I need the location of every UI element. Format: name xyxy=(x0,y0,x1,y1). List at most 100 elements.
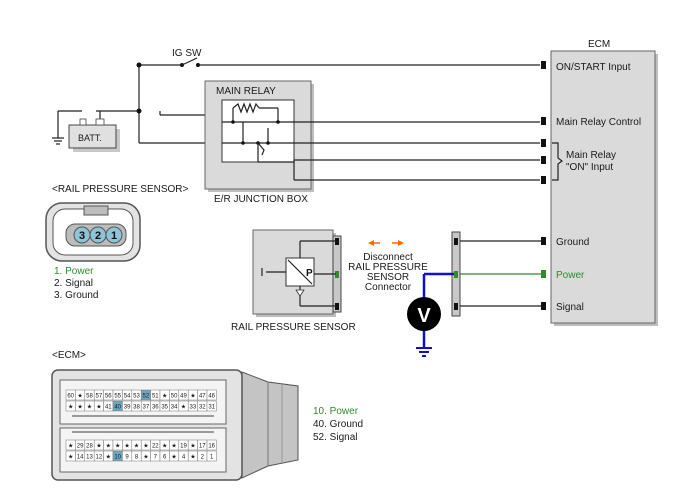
ecm-pin-number: 50 xyxy=(171,394,178,400)
ecm-pin-number: 17 xyxy=(199,444,206,450)
sensor-connector-view: <RAIL PRESSURE SENSOR> 3 2 1 1. Power 2.… xyxy=(45,184,189,301)
ecm-pin-number: ★ xyxy=(68,443,73,450)
ecm-pin-number: ★ xyxy=(77,404,82,411)
voltmeter-icon: V xyxy=(407,297,441,331)
ecm-pin-number: 8 xyxy=(135,455,139,461)
ecm-pin-number: 9 xyxy=(125,455,129,461)
ig-switch-label: IG SW xyxy=(172,48,202,59)
ecm-connector-title: <ECM> xyxy=(52,350,86,361)
ecm-pin-on-start: ON/START Input xyxy=(556,62,631,73)
ecm-pin-main-relay-control: Main Relay Control xyxy=(556,117,641,128)
sensor-pin-number: 1 xyxy=(111,230,117,242)
ecm-pin-number: 47 xyxy=(199,394,206,400)
ig-switch: IG SW xyxy=(172,48,202,67)
sensor-connector-title: <RAIL PRESSURE SENSOR> xyxy=(52,184,189,195)
ecm-pin-number: 29 xyxy=(77,444,84,450)
disconnect-note-line: SENSOR xyxy=(367,272,409,283)
ecm-pin-number: 7 xyxy=(154,455,158,461)
ecm-pin-number: 35 xyxy=(161,405,168,411)
ecm-pin-number: 2 xyxy=(201,455,205,461)
ecm-pin-cell xyxy=(206,400,217,412)
voltmeter-wiring xyxy=(416,272,454,357)
sensor-label: RAIL PRESSURE SENSOR xyxy=(231,322,356,333)
ecm-pin-number: ★ xyxy=(190,443,195,450)
ecm-pin-number: ★ xyxy=(68,404,73,411)
ecm-pin-number: ★ xyxy=(96,443,101,450)
ecm-title: ECM xyxy=(588,39,610,50)
ecm-pin-number: ★ xyxy=(190,454,195,461)
disconnect-note: Disconnect RAIL PRESSURE SENSOR Connecto… xyxy=(348,252,428,293)
ecm-pin-main-relay: Main Relay xyxy=(566,150,616,161)
ecm-pin-number: 28 xyxy=(86,444,93,450)
ecm-pin-number: ★ xyxy=(124,443,129,450)
ecm-pin-markers xyxy=(541,61,546,310)
ecm-pin-number: 6 xyxy=(163,455,167,461)
disconnect-arrows xyxy=(368,240,404,246)
ecm-pin-number: 19 xyxy=(180,444,187,450)
ecm-pin-number: ★ xyxy=(96,404,101,411)
relay-wiring xyxy=(258,121,540,181)
ecm-connector-pin-signal: 52. Signal xyxy=(313,432,357,443)
ecm-pin-number: 22 xyxy=(152,444,159,450)
ecm-pin-number: 31 xyxy=(208,405,215,411)
ecm-pin-on-input: "ON" Input xyxy=(566,162,613,173)
ecm-pin-number: ★ xyxy=(162,393,167,400)
ecm-pin-number: ★ xyxy=(68,454,73,461)
ecm-pin-number: 38 xyxy=(133,405,140,411)
ecm-pin-number: 13 xyxy=(86,455,93,461)
ecm-pin-number: 39 xyxy=(124,405,131,411)
ecm-pin-number: 56 xyxy=(105,394,112,400)
ecm-module: ECM ON/START Input Main Relay Control Ma… xyxy=(541,39,658,326)
junction-dot xyxy=(136,108,142,114)
main-relay-bracket xyxy=(552,142,563,181)
main-relay-label: MAIN RELAY xyxy=(216,86,276,97)
junction-dot xyxy=(136,62,142,68)
relay-coil-icon xyxy=(232,102,260,114)
battery-label: BATT. xyxy=(78,133,102,143)
ecm-pin-number: 33 xyxy=(190,405,197,411)
disconnect-note-line: Connector xyxy=(365,282,412,293)
ecm-pin-cell xyxy=(206,439,217,451)
ecm-pin-signal: Signal xyxy=(556,302,584,313)
ecm-pin-number: 55 xyxy=(114,394,121,400)
ecm-pin-cell xyxy=(206,389,217,401)
relay-contact-icon xyxy=(257,142,265,156)
ecm-pin-number: 49 xyxy=(180,394,187,400)
ecm-pin-number: 34 xyxy=(171,405,178,411)
ecm-pin-number: 10 xyxy=(114,455,121,461)
ecm-pin-power: Power xyxy=(556,270,585,281)
sensor-pin-power: 1. Power xyxy=(54,266,94,277)
battery-ground-icon xyxy=(52,137,64,145)
ecm-pin-number: ★ xyxy=(106,454,111,461)
ecm-pin-number: 16 xyxy=(208,444,215,450)
sensor-pin-number: 2 xyxy=(95,230,101,242)
ecm-connector-pin-power: 10. Power xyxy=(313,406,359,417)
ecm-pin-number: 58 xyxy=(86,394,93,400)
battery: BATT. xyxy=(68,118,120,152)
sensor-pin-signal: 2. Signal xyxy=(54,278,93,289)
ecm-pin-number: 37 xyxy=(143,405,150,411)
ecm-pin-number: ★ xyxy=(143,454,148,461)
ecm-pin-number: ★ xyxy=(87,404,92,411)
disconnect-note-line: RAIL PRESSURE xyxy=(348,262,428,273)
junction-box: MAIN RELAY E/R JUNCTION BOX xyxy=(204,80,314,205)
ecm-pin-number: 51 xyxy=(152,394,159,400)
ecm-pin-number: ★ xyxy=(106,443,111,450)
ecm-pin-number: 1 xyxy=(210,455,214,461)
ecm-pin-number: 46 xyxy=(208,394,215,400)
ecm-pin-number: ★ xyxy=(162,443,167,450)
ecm-pin-cell xyxy=(206,450,217,462)
ecm-pin-number: ★ xyxy=(171,443,176,450)
ecm-connector-pin-ground: 40. Ground xyxy=(313,419,363,430)
ecm-pin-number: 32 xyxy=(199,405,206,411)
ecm-pin-number: 4 xyxy=(182,455,186,461)
ecm-pin-number: ★ xyxy=(143,443,148,450)
ecm-pin-number: 54 xyxy=(124,394,131,400)
ecm-pin-number: ★ xyxy=(115,443,120,450)
voltmeter-symbol: V xyxy=(417,305,431,327)
sensor-pin-number: 3 xyxy=(79,230,85,242)
rail-pressure-sensor: P RAIL PRESSURE SENSOR xyxy=(231,229,356,333)
